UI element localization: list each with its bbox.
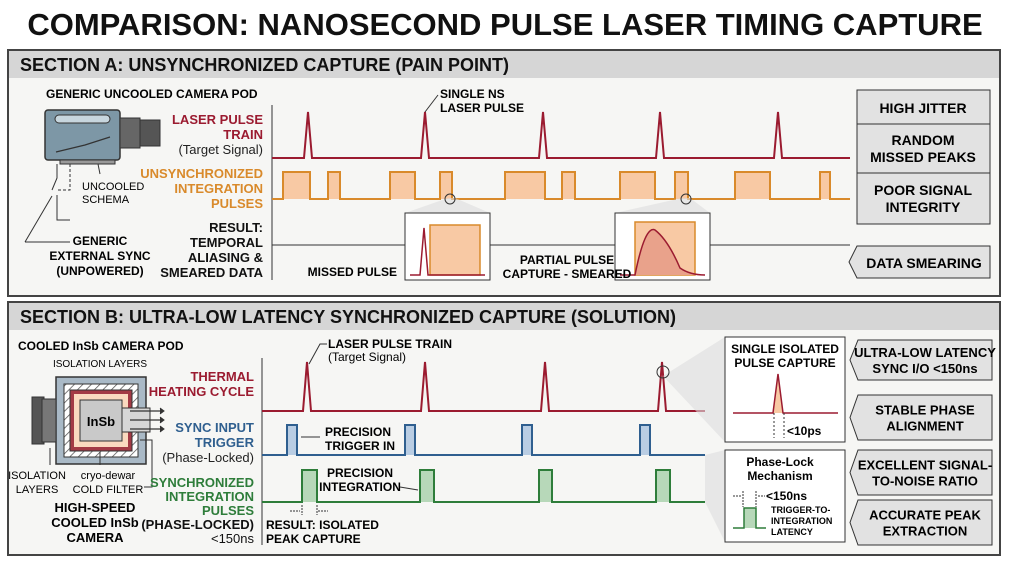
sync-trigger-pulse <box>287 425 297 455</box>
camera-title: GENERIC UNCOOLED CAMERA POD <box>46 87 258 101</box>
data-smearing-badge: DATA SMEARING <box>848 245 991 279</box>
partial-capture-inset <box>614 193 711 281</box>
benefit-line: SYNC I/O <150ns <box>872 361 977 376</box>
cooled-camera-icon: InSb <box>31 376 165 488</box>
benefit-line: EXTRACTION <box>883 524 968 539</box>
benefit-box <box>849 339 993 381</box>
camera-title: COOLED InSb CAMERA POD <box>18 339 184 353</box>
missed-pulse-inset <box>404 193 491 281</box>
benefit-line: ALIGNMENT <box>886 419 963 434</box>
latency-value: <150ns <box>766 489 807 503</box>
sync-integration-pulse <box>656 470 670 502</box>
section-b-header-bar <box>9 303 999 330</box>
integration-pulse <box>390 172 415 199</box>
laser-pulse-train-wave <box>272 111 850 159</box>
integration-pulse <box>328 172 340 199</box>
integration-pulse <box>620 172 655 199</box>
integration-pulse <box>283 172 310 199</box>
uncooled-camera-icon <box>44 109 161 221</box>
sync-trigger-pulse <box>640 425 650 455</box>
benefit-line: TO-NOISE RATIO <box>872 474 978 489</box>
sync-trigger-pulse <box>522 425 532 455</box>
integration-pulse <box>735 172 770 199</box>
integration-pulse <box>562 172 575 199</box>
sync-trigger-wave <box>262 424 705 456</box>
section-a-header: SECTION A: UNSYNCHRONIZED CAPTURE (PAIN … <box>20 55 509 75</box>
section-b-header: SECTION B: ULTRA-LOW LATENCY SYNCHRONIZE… <box>20 307 676 327</box>
sync-integration-pulse <box>302 470 317 502</box>
benefit-box <box>849 499 993 546</box>
benefit-line: ULTRA-LOW LATENCY <box>854 345 996 360</box>
sync-trigger-pulse <box>405 425 415 455</box>
benefit-box <box>849 394 993 441</box>
sensor-label: InSb <box>87 414 115 429</box>
benefit-line: EXCELLENT SIGNAL- <box>858 458 992 473</box>
thermal-cycle-wave <box>262 361 705 412</box>
sync-integration-pulse <box>539 470 552 502</box>
issue-high-jitter: HIGH JITTER <box>879 100 966 116</box>
benefit-line: STABLE PHASE <box>875 403 975 418</box>
missed-pulse-label: MISSED PULSE <box>308 265 397 279</box>
benefit-line: ACCURATE PEAK <box>869 508 981 523</box>
page-title: COMPARISON: NANOSECOND PULSE LASER TIMIN… <box>27 7 982 42</box>
laser-callout: LASER PULSE TRAIN(Target Signal) <box>328 337 452 364</box>
sync-integration-pulse <box>420 470 434 502</box>
integration-pulse <box>675 172 688 199</box>
integration-pulse-wave <box>272 171 850 200</box>
section-b: SECTION B: ULTRA-LOW LATENCY SYNCHRONIZE… <box>7 301 1001 556</box>
integration-pulse <box>505 172 545 199</box>
sync-integration-wave <box>262 469 705 503</box>
benefit-label: EXCELLENT SIGNAL-TO-NOISE RATIO <box>858 458 992 489</box>
section-a: SECTION A: UNSYNCHRONIZED CAPTURE (PAIN … <box>7 49 1001 297</box>
section-a-header-bar <box>9 51 999 78</box>
pulse-width-label: <10ps <box>787 424 822 438</box>
benefit-box <box>849 449 993 496</box>
integration-pulse <box>440 172 452 199</box>
svg-text:DATA SMEARING: DATA SMEARING <box>866 255 982 271</box>
integration-pulse <box>820 172 830 199</box>
isolation-top-label: ISOLATION LAYERS <box>53 359 147 370</box>
